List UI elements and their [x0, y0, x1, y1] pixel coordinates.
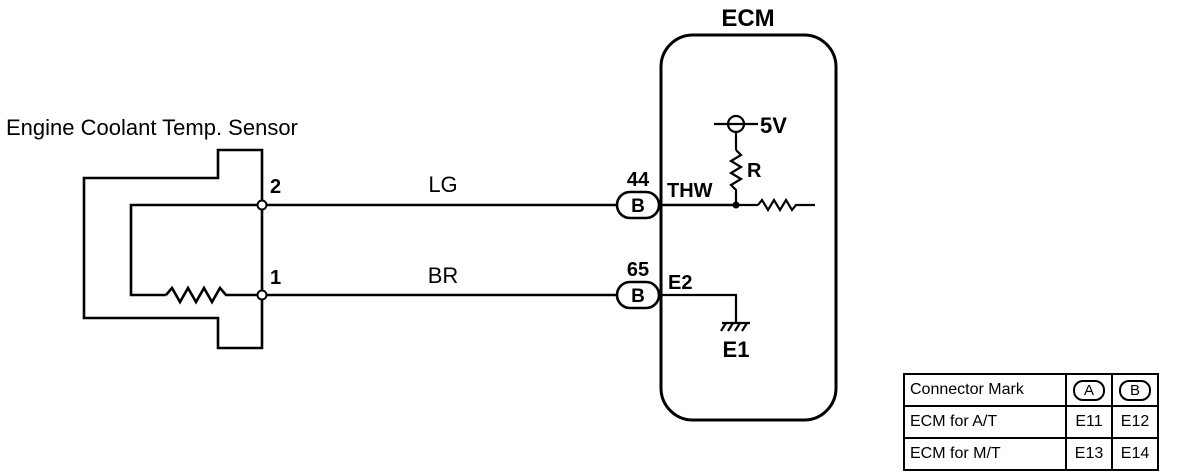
pullup-resistor: [728, 149, 744, 205]
connector-b-e2-label: B: [631, 286, 645, 307]
pin-65-label: 65: [627, 259, 649, 281]
sensor-inner-wire: [129, 203, 262, 297]
connector-b-mark: B: [1118, 379, 1151, 401]
table-cell: E12: [1111, 405, 1159, 439]
terminal-thw-label: THW: [667, 180, 713, 202]
table-row: ECM for M/T E13 E14: [903, 437, 1159, 471]
ecm-box: [659, 33, 838, 422]
ground-hatch-4: [741, 322, 748, 332]
sensor-pin-2-label: 2: [270, 176, 281, 198]
table-row-label: ECM for M/T: [903, 437, 1067, 471]
sensor-pin-2-dot: [256, 199, 268, 211]
table-row: ECM for A/T E11 E12: [903, 405, 1159, 439]
table-header-a: A: [1065, 373, 1113, 407]
connector-mark-table: Connector Mark A B ECM for A/T E11 E12 E…: [903, 373, 1159, 471]
table-header-label: Connector Mark: [903, 373, 1067, 407]
ecm-title: ECM: [721, 5, 774, 32]
e2-ground-wire: [659, 293, 738, 322]
sensor-pin-1-label: 1: [270, 267, 281, 289]
table-cell: E13: [1065, 437, 1113, 471]
ground-hatch-3: [734, 322, 741, 332]
table-cell: E11: [1065, 405, 1113, 439]
sensor-title: Engine Coolant Temp. Sensor: [6, 115, 298, 140]
wire-lg-label: LG: [428, 172, 457, 197]
table-row-label: ECM for A/T: [903, 405, 1067, 439]
wire-br-label: BR: [428, 263, 459, 288]
connector-a-mark: A: [1072, 379, 1105, 401]
connector-b-thw-label: B: [631, 196, 645, 217]
ground-label: E1: [723, 337, 750, 362]
ground-hatch-1: [720, 322, 727, 332]
vsupply-label: 5V: [760, 113, 787, 138]
thw-right-resistor: [757, 197, 815, 213]
table-cell: E14: [1111, 437, 1159, 471]
ground-hatch-2: [727, 322, 734, 332]
resistor-label: R: [747, 160, 762, 182]
terminal-e2-label: E2: [668, 272, 692, 294]
table-header-row: Connector Mark A B: [903, 373, 1159, 407]
sensor-housing: [82, 148, 264, 350]
table-header-b: B: [1111, 373, 1159, 407]
pin-44-label: 44: [627, 169, 650, 191]
sensor-thermistor: [165, 285, 258, 305]
sensor-pin-1-dot: [256, 289, 268, 301]
